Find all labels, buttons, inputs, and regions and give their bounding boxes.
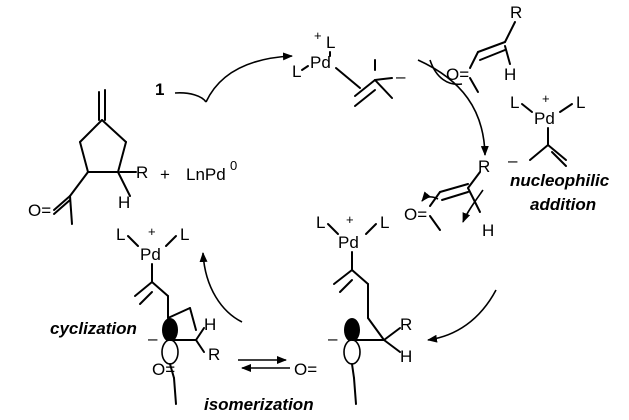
stage-label-nucleophilic-2: addition [530, 195, 596, 214]
metal-label: Pd [310, 53, 331, 72]
ligand-label: L [326, 33, 335, 52]
metal-label: Pd [140, 245, 161, 264]
ligand-label: L [576, 93, 585, 112]
ligand-label: L [380, 213, 389, 232]
r-label: R [208, 345, 220, 364]
carbonyl-label: O= [28, 201, 51, 220]
r-label: R [136, 163, 148, 182]
pd-allyl-complex-right: L + L Pd – [508, 91, 585, 170]
r-label: R [478, 157, 490, 176]
cyclopentane-product: O= R H + LnPd 0 [28, 89, 237, 225]
pd-allyl-complex-top: L + L Pd – [292, 28, 406, 107]
h-label: H [204, 315, 216, 334]
pd-complex-lower-right: L + L Pd [316, 212, 389, 319]
charge-minus: – [396, 67, 406, 86]
intermediate-lower-left: – H R O= [148, 307, 220, 405]
charge-minus: – [148, 329, 158, 348]
charge-plus: + [314, 28, 322, 43]
compound-number: 1 [155, 80, 164, 99]
stage-label-nucleophilic-1: nucleophilic [510, 171, 610, 190]
charge-plus: + [148, 224, 156, 239]
h-label: H [504, 65, 516, 84]
ligand-label: L [292, 62, 301, 81]
r-label: R [400, 315, 412, 334]
pd0-label: LnPd [186, 165, 226, 184]
charge-plus: + [542, 91, 550, 106]
enone-substrate: O= R H [446, 3, 522, 93]
plus-sign: + [160, 165, 170, 184]
pd-complex-lower-left: L + L Pd [116, 224, 189, 319]
carbonyl-label: O= [446, 65, 469, 84]
equilibrium-arrows [238, 356, 290, 372]
h-label: H [118, 193, 130, 212]
ligand-label: L [116, 225, 125, 244]
intermediate-lower-right: – R H O= [294, 315, 412, 405]
stage-label-isomerization: isomerization [204, 395, 314, 414]
cycle-arrows [174, 52, 497, 343]
enone-addition: O= R H [404, 157, 494, 240]
charge-minus: – [328, 329, 338, 348]
ligand-label: L [180, 225, 189, 244]
metal-label: Pd [338, 233, 359, 252]
charge-minus: – [508, 151, 518, 170]
metal-label: Pd [534, 109, 555, 128]
h-label: H [400, 347, 412, 366]
pd0-superscript: 0 [230, 158, 237, 173]
stage-label-cyclization: cyclization [50, 319, 137, 338]
carbonyl-label: O= [404, 205, 427, 224]
ligand-label: L [316, 213, 325, 232]
charge-plus: + [346, 212, 354, 227]
r-label: R [510, 3, 522, 22]
h-label: H [482, 221, 494, 240]
carbonyl-label: O= [294, 360, 317, 379]
ligand-label: L [510, 93, 519, 112]
